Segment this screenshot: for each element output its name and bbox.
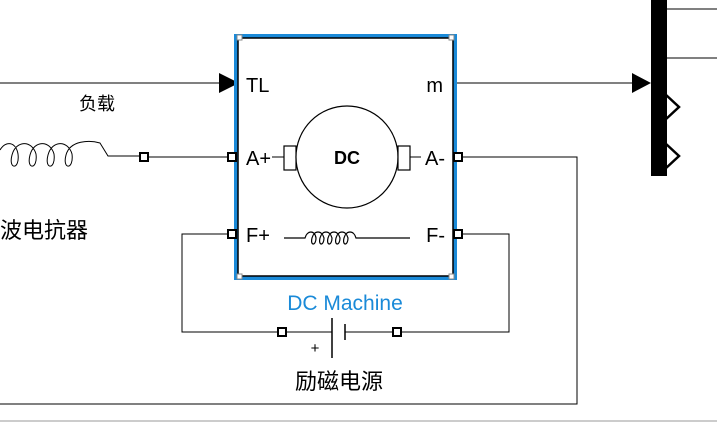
field-winding-icon [284,231,410,245]
dc-motor-icon [272,105,421,209]
port-label-f-minus: F- [426,225,445,247]
resize-handle-icon[interactable] [236,34,243,41]
port-f-minus-icon[interactable] [453,229,463,239]
field-voltage-source-block[interactable]: + [277,318,402,358]
m-arrow-icon [632,73,651,93]
port-label-f-plus: F+ [246,225,270,247]
resize-handle-icon[interactable] [236,273,243,280]
wire-armature-return[interactable] [0,156,578,405]
dc-machine-block[interactable]: TL m A+ A- F+ F- DC [227,34,463,280]
battery-left-port-icon [277,327,287,337]
wire-field-minus[interactable] [401,233,510,333]
load-signal-line[interactable] [0,73,239,93]
load-label: 负载 [79,94,115,115]
wire-field-plus[interactable] [181,233,278,333]
measurement-signal-line[interactable] [456,73,651,93]
reactor-port-icon [139,152,149,162]
port-a-minus-icon[interactable] [453,152,463,162]
battery-right-port-icon [392,327,402,337]
dc-center-label: DC [334,148,360,168]
dc-machine-name-label[interactable]: DC Machine [287,292,403,315]
smoothing-reactor-block[interactable] [0,141,149,167]
port-a-plus-icon[interactable] [227,152,237,162]
reactor-label: 波电抗器 [0,219,88,244]
inductor-coil-icon [0,141,140,167]
bus-selector-block[interactable] [651,0,717,176]
port-label-a-plus: A+ [246,148,271,170]
port-label-a-minus: A- [425,148,445,170]
port-f-plus-icon[interactable] [227,229,237,239]
tl-arrow-icon [219,73,239,93]
resize-handle-icon[interactable] [448,273,455,280]
bus-output-port-2-icon [664,142,681,170]
port-label-tl: TL [246,75,269,97]
field-source-label: 励磁电源 [295,370,383,395]
resize-handle-icon[interactable] [448,34,455,41]
port-label-m: m [426,75,443,97]
bus-output-port-1-icon [664,93,681,121]
battery-plus-label: + [311,340,320,357]
